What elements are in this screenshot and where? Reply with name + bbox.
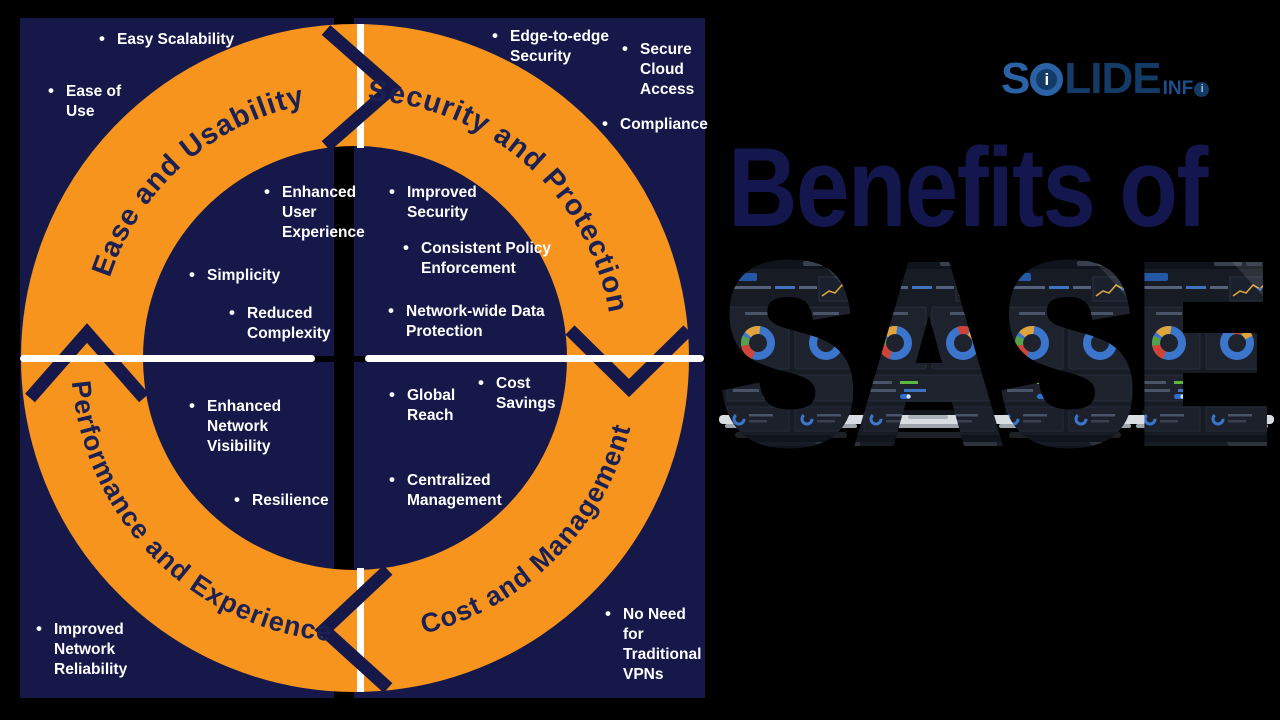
- divider-horizontal-right: [365, 355, 704, 362]
- benefit-simplicity: Simplicity: [189, 265, 280, 286]
- logo-letter-s: S: [1001, 54, 1030, 103]
- logo-i-glyph: i: [1044, 70, 1050, 89]
- solideinfo-logo: S i LIDE INF i: [1001, 54, 1210, 103]
- benefit-enhanced-user-experience: Enhanced User Experience: [264, 182, 365, 243]
- benefit-reduced-complexity: Reduced Complexity: [229, 303, 331, 344]
- benefit-improved-security: Improved Security: [389, 182, 477, 223]
- arrow-bottom-icon: [314, 565, 393, 693]
- benefit-enhanced-network-visibility: Enhanced Network Visibility: [189, 396, 281, 457]
- benefit-network-wide-data-protection: Network-wide Data Protection: [388, 301, 545, 342]
- arrow-right-icon: [565, 325, 693, 398]
- benefit-secure-cloud-access: Secure Cloud Access: [622, 39, 694, 100]
- logo-letters-lide: LIDE: [1064, 54, 1161, 103]
- sase-title-word: SASE: [722, 214, 1270, 493]
- benefit-cost-savings: Cost Savings: [478, 373, 555, 414]
- logo-o-small-icon: i: [1194, 82, 1210, 97]
- logo-o-info-icon: i: [1030, 63, 1064, 96]
- benefit-edge-to-edge-security: Edge-to-edge Security: [492, 26, 609, 67]
- benefit-compliance: Compliance: [602, 114, 708, 135]
- sase-benefits-cycle-diagram: Ease and Usability Security and Protecti…: [0, 0, 705, 720]
- benefit-no-traditional-vpns: No Need for Traditional VPNs: [605, 604, 701, 685]
- benefit-global-reach: Global Reach: [389, 385, 455, 426]
- arrow-left-icon: [25, 323, 149, 403]
- divider-slit-bottom: [357, 568, 364, 692]
- page-title: Benefits of: [728, 125, 1208, 250]
- benefit-easy-scalability: Easy Scalability: [99, 29, 234, 50]
- benefit-consistent-policy-enforcement: Consistent Policy Enforcement: [403, 238, 551, 279]
- arrow-top-icon: [321, 25, 402, 151]
- logo-i-small-glyph: i: [1200, 83, 1204, 95]
- benefit-improved-network-reliability: Improved Network Reliability: [36, 619, 127, 680]
- logo-letters-inf: INF: [1162, 78, 1194, 99]
- divider-horizontal-left: [20, 355, 315, 362]
- laptop-bases: [719, 410, 1274, 438]
- benefit-ease-of-use: Ease of Use: [48, 81, 121, 122]
- sase-word-art: SASE: [716, 208, 1276, 499]
- divider-slit-top: [357, 24, 364, 148]
- benefit-centralized-management: Centralized Management: [389, 470, 502, 511]
- benefit-resilience: Resilience: [234, 490, 329, 511]
